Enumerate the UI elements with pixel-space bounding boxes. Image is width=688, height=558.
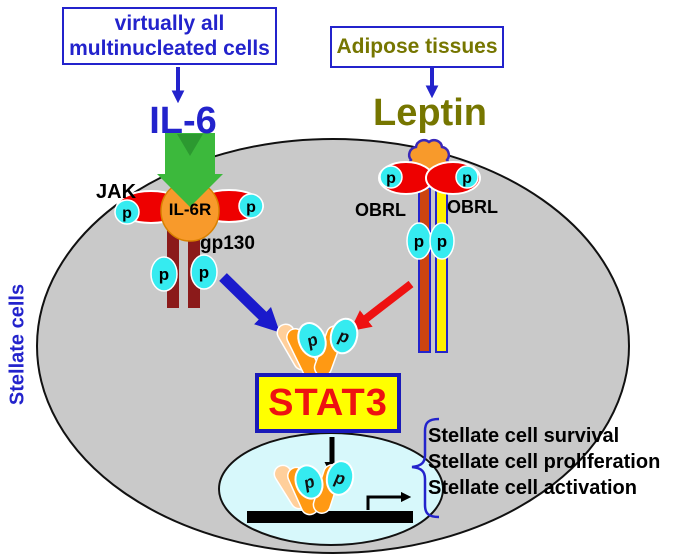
phospho-circle xyxy=(238,193,264,219)
outcome-activation: Stellate cell activation xyxy=(428,477,637,499)
phospho-circle: p xyxy=(329,317,359,355)
il6-receptor-complex: p p p p xyxy=(114,133,264,308)
phospho-circle xyxy=(114,199,140,225)
phospho-circle xyxy=(150,256,178,292)
stat3-dimer-nucleus: p p xyxy=(273,460,355,516)
il6-green-arrow-shade xyxy=(177,134,203,156)
il6-source-box: virtually all multinucleated cells xyxy=(62,7,277,65)
leptin-receptor-complex: p p p p xyxy=(378,138,481,353)
il6r-label: IL-6R xyxy=(168,200,212,219)
phospho-circle xyxy=(429,222,455,260)
jak-label: JAK xyxy=(96,181,137,203)
leptin-ligand-label: Leptin xyxy=(373,92,487,134)
il6-source-line1: virtually all xyxy=(114,12,225,35)
stat3-box: STAT3 xyxy=(255,373,401,433)
phospho-label: p xyxy=(386,170,396,187)
phospho-circle xyxy=(455,165,479,189)
phospho-circle: p xyxy=(325,460,355,496)
phospho-label: p xyxy=(122,205,132,222)
obrl-bar-yellow xyxy=(435,187,448,353)
adipose-source-box: Adipose tissues xyxy=(330,26,504,68)
phospho-label: p xyxy=(246,199,256,216)
stat3-dimer-cytoplasm: p p xyxy=(276,317,359,378)
outcome-survival: Stellate cell survival xyxy=(428,425,620,447)
outcome-proliferation: Stellate cell proliferation xyxy=(428,451,661,473)
dna-bar xyxy=(247,511,413,523)
outcomes-list: Stellate cell survival Stellate cell pro… xyxy=(428,423,660,501)
obrl-label-left: OBRL xyxy=(355,200,406,220)
il6-signal-arrow-icon xyxy=(219,273,280,333)
obrl-label-right: OBRL xyxy=(447,197,498,217)
obrl-bar-orange xyxy=(418,187,431,353)
adipose-source-label: Adipose tissues xyxy=(336,35,498,58)
phospho-label: p xyxy=(414,232,424,251)
stat3-label: STAT3 xyxy=(268,381,388,424)
phospho-label: p xyxy=(336,326,352,347)
phospho-label: p xyxy=(159,265,169,284)
phospho-label: p xyxy=(199,263,209,282)
leptin-signal-arrow-icon xyxy=(349,280,414,332)
outcomes-brace-icon xyxy=(411,417,440,519)
phospho-circle: p xyxy=(294,464,324,500)
il6-source-line2: multinucleated cells xyxy=(69,37,270,60)
gp130-label: gp130 xyxy=(200,233,255,254)
transcription-arrow-icon xyxy=(366,491,412,510)
phospho-circle: p xyxy=(297,322,327,358)
il6-green-arrow-icon xyxy=(157,133,223,207)
phospho-circle xyxy=(190,254,218,290)
phospho-label: p xyxy=(437,232,447,251)
phospho-label: p xyxy=(462,170,472,187)
stellate-cells-label: Stellate cells xyxy=(6,283,29,406)
phospho-label: p xyxy=(332,468,347,489)
phospho-circle xyxy=(379,165,403,189)
il6-ligand-label: IL-6 xyxy=(149,100,217,142)
